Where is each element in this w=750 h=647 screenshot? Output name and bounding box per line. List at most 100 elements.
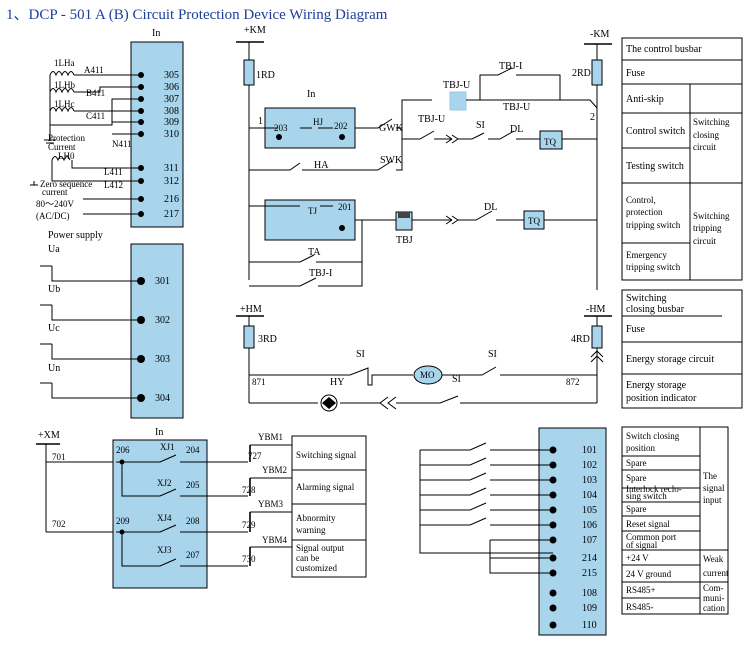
svg-text:Spare: Spare [626,458,647,468]
svg-text:cation: cation [703,603,725,613]
svg-text:208: 208 [186,516,200,526]
energy-legend: Switching closing busbar Fuse Energy sto… [621,289,743,409]
tj-relay [264,199,356,241]
svg-text:729: 729 [242,520,256,530]
svg-text:1LHa: 1LHa [54,58,75,68]
svg-text:current: current [703,568,729,578]
svg-text:SI: SI [356,349,365,360]
svg-text:Abnormity: Abnormity [296,513,336,523]
svg-text:215: 215 [582,568,597,579]
svg-text:The: The [703,471,717,481]
svg-text:727: 727 [248,451,262,461]
ct-coil-0 [51,156,71,162]
svg-text:Ua: Ua [48,244,60,255]
svg-text:position indicator: position indicator [626,393,697,404]
svg-text:Fuse: Fuse [626,68,645,79]
svg-text:closing: closing [693,130,719,140]
svg-text:+XM: +XM [38,430,60,441]
svg-text:Energy storage circuit: Energy storage circuit [626,354,714,365]
control-circuit: +KM -KM 1RD 2RD In 1 203 HJ 202 GWK HA S… [236,25,612,290]
svg-text:Control,: Control, [626,195,656,205]
svg-text:308: 308 [164,106,179,117]
svg-text:Interlock reclo-: Interlock reclo- [626,484,682,494]
svg-text:305: 305 [164,70,179,81]
svg-text:DL: DL [510,124,523,135]
svg-text:310: 310 [164,129,179,140]
ct-coil-c [49,107,75,113]
svg-text:302: 302 [155,315,170,326]
svg-text:+HM: +HM [240,304,262,315]
hc-coil [539,130,563,150]
svg-text:1: 1 [258,116,263,127]
svg-text:312: 312 [164,176,179,187]
svg-text:RS485+: RS485+ [626,585,656,595]
switch-input-block: In 101 102 103 104 105 106 107 214 215 1… [419,427,607,636]
svg-text:1LHb: 1LHb [54,80,75,90]
svg-text:TQ: TQ [528,216,540,226]
svg-text:108: 108 [582,588,597,599]
svg-text:YBM4: YBM4 [262,535,288,545]
svg-text:Spare: Spare [626,473,647,483]
svg-text:1LHc: 1LHc [54,99,75,109]
svg-text:Zero sequence: Zero sequence [40,179,92,189]
svg-text:Anti-skip: Anti-skip [626,94,664,105]
svg-text:217: 217 [164,209,179,220]
svg-text:Switching: Switching [693,117,730,127]
svg-text:205: 205 [186,480,200,490]
ct-coil-b [49,88,75,94]
svg-text:SI: SI [452,374,461,385]
svg-text:N411: N411 [112,139,132,149]
svg-text:(AC/DC): (AC/DC) [36,211,70,221]
svg-text:SWK: SWK [380,155,403,166]
svg-text:A411: A411 [84,65,104,75]
svg-text:tripping: tripping [693,223,722,233]
svg-text:80～240V: 80～240V [36,199,75,209]
svg-text:In: In [307,89,315,100]
svg-text:Alarming signal: Alarming signal [296,482,355,492]
input-legend: Switch closing position Spare Spare Inte… [621,426,729,615]
svg-text:304: 304 [155,393,170,404]
svg-text:TBJ: TBJ [396,235,413,246]
svg-text:Com-: Com- [703,583,724,593]
svg-text:Testing switch: Testing switch [626,161,684,172]
svg-text:warning: warning [296,525,326,535]
svg-text:702: 702 [52,519,66,529]
svg-text:circuit: circuit [693,142,716,152]
energy-storage-circuit: +HM -HM 3RD 4RD 871 872 HY SI MO SI SI [236,304,612,412]
svg-text:XJ1: XJ1 [160,442,175,452]
svg-text:202: 202 [334,121,348,131]
svg-text:tripping switch: tripping switch [626,262,681,272]
svg-text:DL: DL [484,202,497,213]
svg-text:-KM: -KM [590,29,610,40]
svg-text:Fuse: Fuse [626,324,645,335]
svg-text:Protection: Protection [48,133,85,143]
svg-text:The control busbar: The control busbar [626,44,702,55]
svg-text:306: 306 [164,82,179,93]
svg-text:can be: can be [296,553,319,563]
svg-text:4RD: 4RD [571,334,590,345]
fuse-3rd [243,325,255,349]
svg-text:105: 105 [582,505,597,516]
svg-text:XJ3: XJ3 [157,545,172,555]
svg-text:+24 V: +24 V [626,553,649,563]
svg-text:101: 101 [582,445,597,456]
svg-text:109: 109 [582,603,597,614]
svg-text:sing switch: sing switch [626,491,667,501]
control-legend: The control busbar Fuse Anti-skip Contro… [621,37,743,281]
svg-text:216: 216 [164,194,179,205]
svg-text:XJ4: XJ4 [157,513,172,523]
svg-text:TA: TA [308,247,321,258]
block1-label: In [152,28,160,39]
svg-text:Switching: Switching [626,293,667,304]
svg-text:B411: B411 [86,88,105,98]
terminal-block-3 [538,427,607,636]
signal-output-block: +XM 701 702 In 206 204 205 209 208 207 X… [36,427,367,589]
signal-relay-block [112,439,208,589]
svg-text:206: 206 [116,445,130,455]
svg-text:SI: SI [488,349,497,360]
svg-text:728: 728 [242,485,256,495]
svg-text:muni-: muni- [703,593,725,603]
svg-text:204: 204 [186,445,200,455]
svg-text:201: 201 [338,202,352,212]
